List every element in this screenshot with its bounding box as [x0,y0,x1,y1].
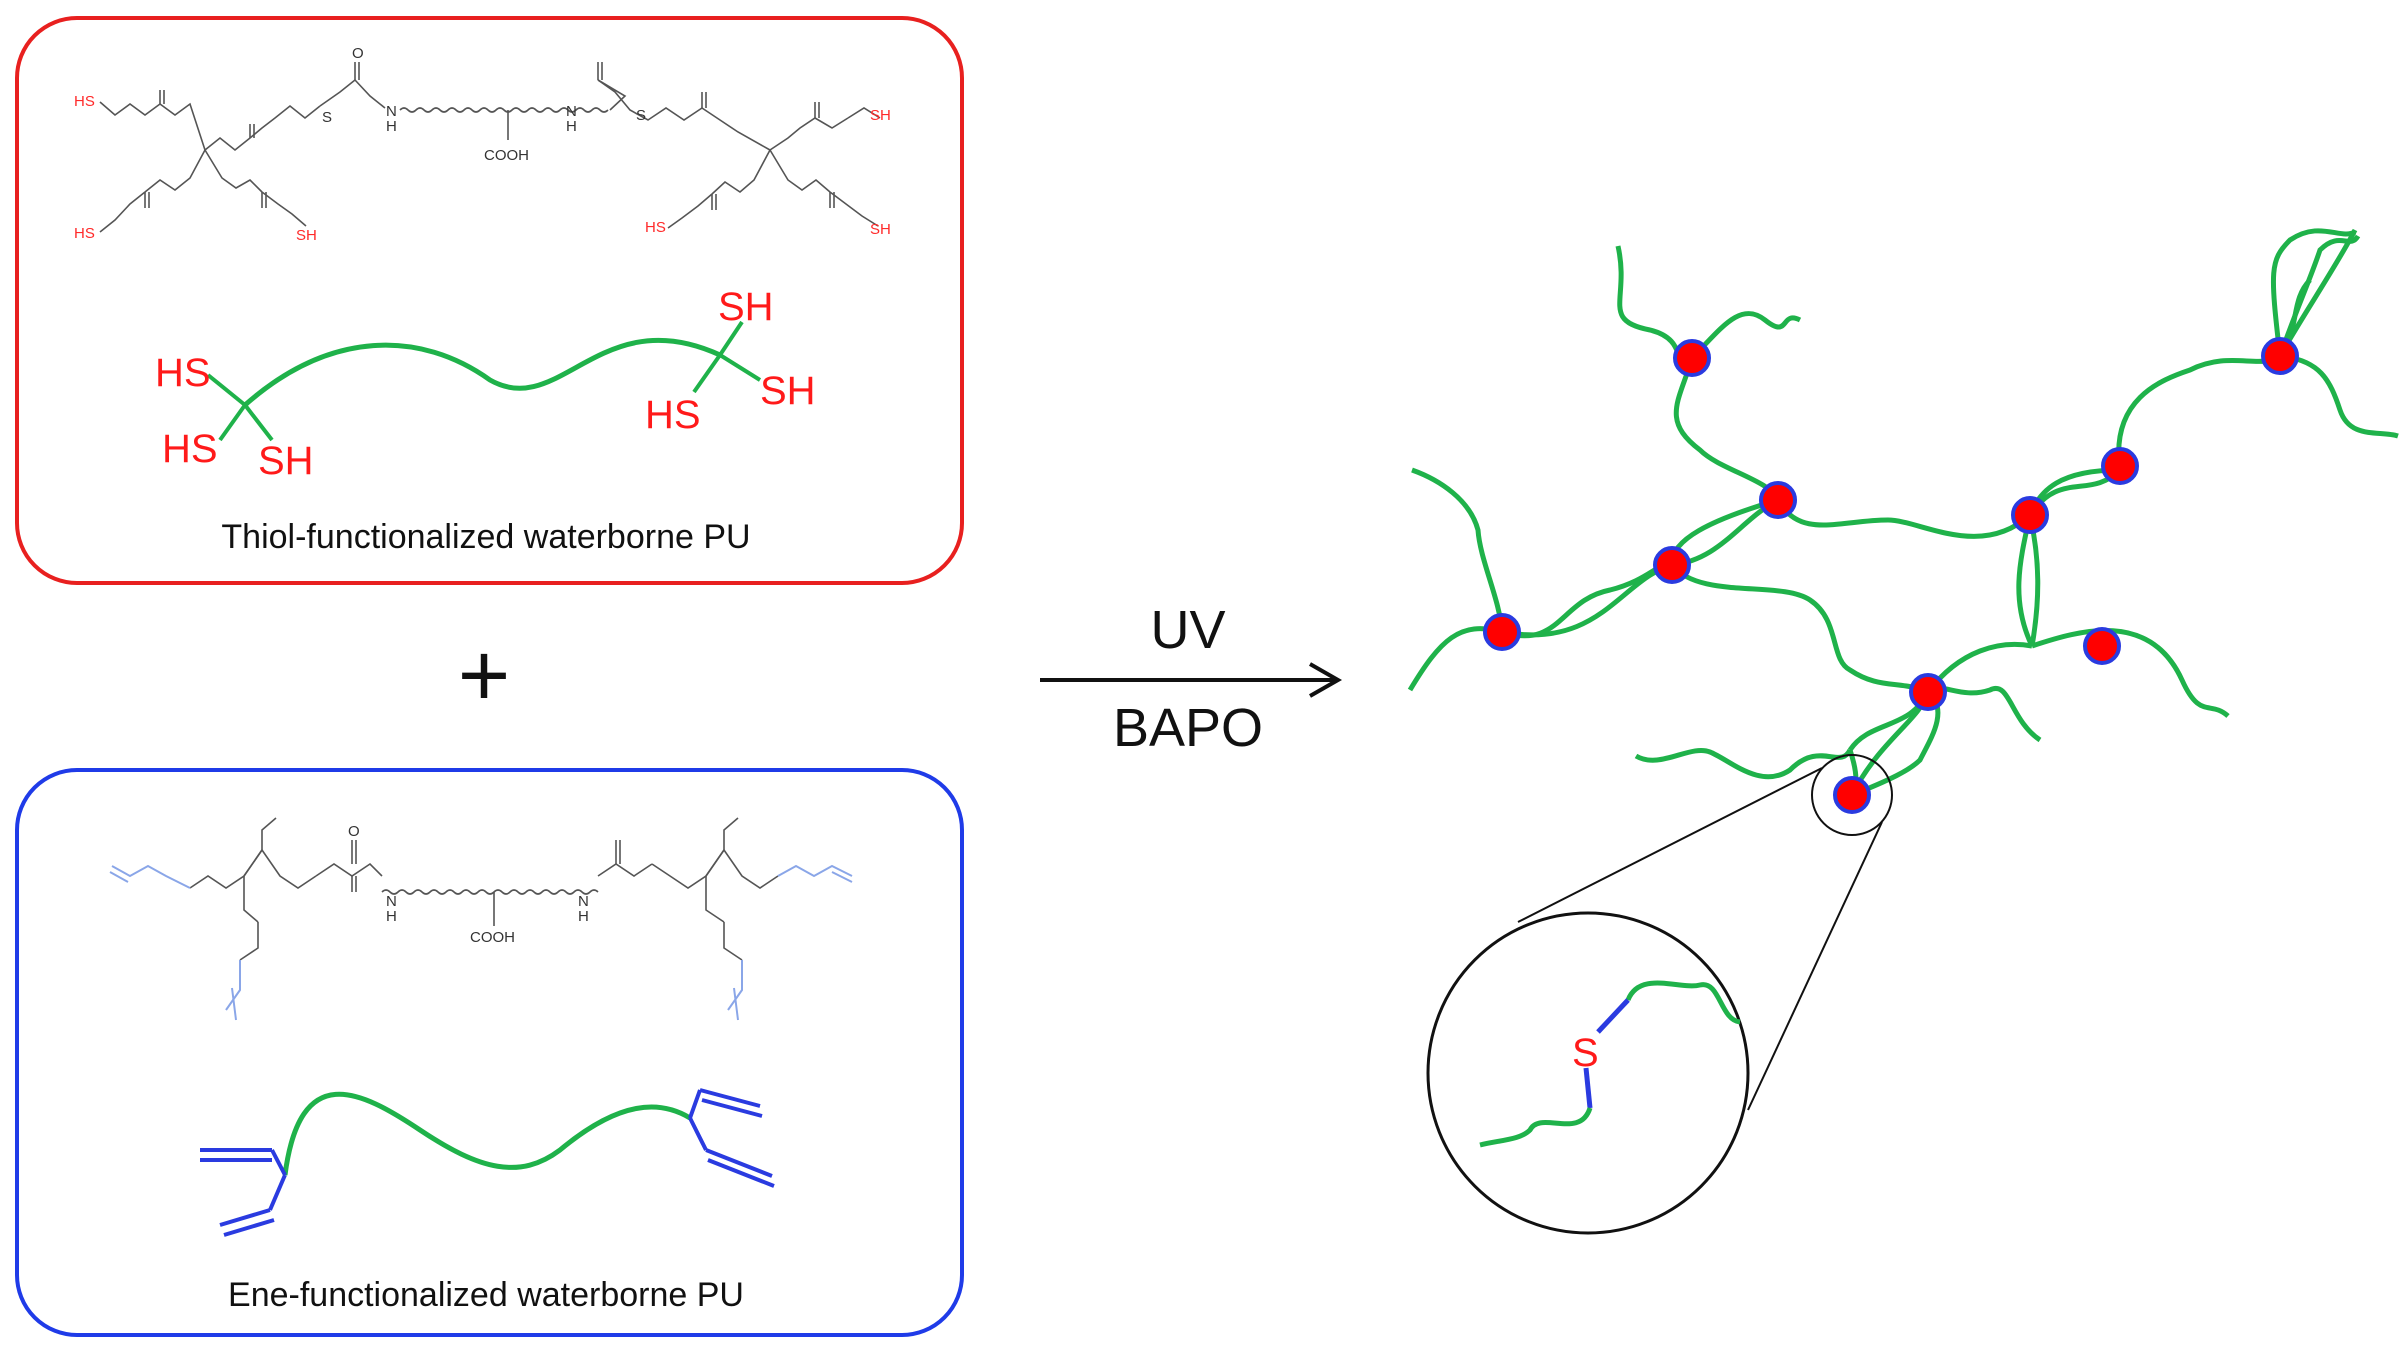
thiol-cartoon-sh-5: SH [760,369,816,413]
crosslink-node [1833,776,1871,814]
crosslink-node [2011,496,2049,534]
arrow-label-uv: UV [1150,600,1225,660]
thiol-struct-hs-6: HS [645,219,666,236]
crosslink-nodes [1483,337,2299,814]
zoom-inset: S [1426,754,1893,1235]
network-chain [1411,467,1505,633]
thiol-cartoon: HS HS SH SH SH HS [155,285,816,483]
network-chain [2279,353,2399,439]
network-chain [1501,561,1673,639]
crosslink-node [2083,627,2121,665]
thiol-panel-caption: Thiol-functionalized waterborne PU [221,518,750,556]
network-chain [1634,748,1853,780]
plus-sign: + [458,626,511,726]
thiol-cartoon-hs-6: HS [645,393,701,437]
ene-panel-border [15,768,964,1337]
arrow-head [1309,662,1343,698]
thiol-panel-border [15,16,964,585]
ene-cartoon-chain [282,1091,692,1176]
crosslink-node [1673,339,1711,377]
ene-cartoon [200,1088,775,1237]
thiol-struct-sh-3: SH [296,227,317,244]
network-chain [1690,311,1802,360]
network-chain [1851,690,1941,798]
network-chain [2031,628,2230,718]
zoom-chain-upper [1625,980,1741,1025]
crosslink-node [2261,337,2299,375]
network-chain [2016,514,2035,648]
thiol-cartoon-hs-2: HS [162,427,218,471]
ene-panel-caption: Ene-functionalized waterborne PU [228,1276,744,1314]
thiol-struct-s-left: S [322,109,332,126]
thiol-cartoon-hs-1: HS [155,351,211,395]
zoom-bond-upper [1596,998,1630,1034]
reaction-arrow: UV BAPO [1040,600,1343,758]
zoom-chain-lower [1479,1107,1593,1148]
crosslinked-network [1407,228,2399,798]
crosslink-node [1909,673,1947,711]
zoom-bond-lower [1583,1067,1593,1109]
zoom-connector-left [1517,767,1823,923]
thiol-struct-hs-2: HS [74,225,95,242]
zoom-sulfur-label: S [1572,1031,1599,1075]
network-chain [2116,353,2282,471]
thiol-struct-sh-4: SH [870,107,891,124]
thiol-struct-o: O [352,45,364,62]
thiol-struct-cooh: COOH [484,147,529,164]
network-chain [2027,514,2041,647]
thiol-chemical-structure [99,62,881,233]
crosslink-node [1483,613,1521,651]
crosslink-node [1653,546,1691,584]
network-chain [1775,498,2032,539]
thiol-struct-hs-1: HS [74,93,95,110]
thiol-cartoon-sh-4: SH [718,285,774,329]
ene-struct-cooh: COOH [470,929,515,946]
thiol-struct-s-right: S [636,107,646,124]
network-chain [1673,357,1781,502]
network-chain [1670,563,1929,695]
zoom-small-circle [1811,754,1893,836]
ene-struct-o: O [348,823,360,840]
network-chain [2270,228,2357,357]
crosslink-node [1759,481,1797,519]
arrow-label-bapo: BAPO [1113,698,1263,758]
thiol-cartoon-chain [243,337,722,407]
ene-chemical-structure [109,817,853,1021]
thiol-cartoon-sh-3: SH [258,439,314,483]
thiol-struct-sh-5: SH [870,221,891,238]
crosslink-node [2101,447,2139,485]
zoom-connector-right [1747,821,1883,1111]
